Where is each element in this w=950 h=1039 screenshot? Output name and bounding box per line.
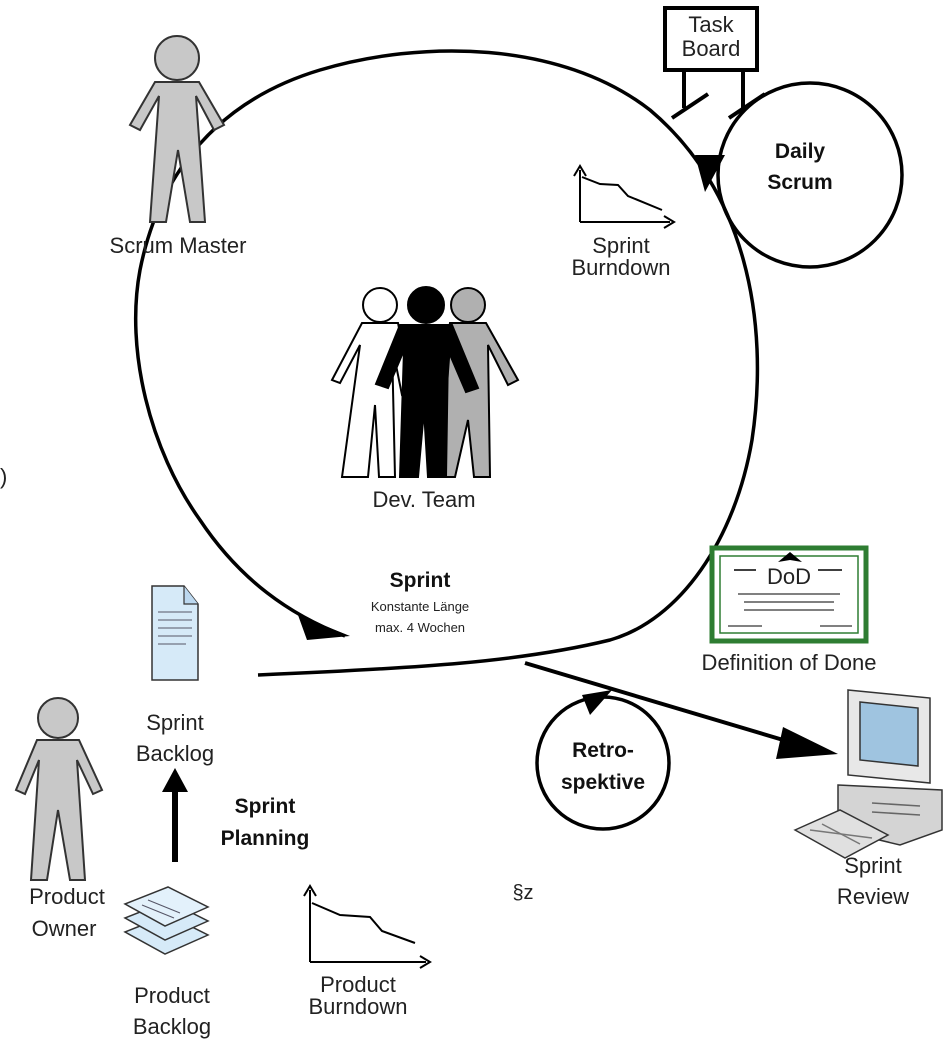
review-arrow — [524, 661, 838, 759]
definition-of-done-label: Definition of Done — [701, 650, 877, 675]
retrospektive-label-line1: Retro- — [572, 739, 634, 762]
product-burndown-label-line2: Burndown — [308, 994, 408, 1019]
sprint-planning-label-line1: Sprint — [234, 795, 296, 818]
sprint-label: Sprint — [389, 569, 451, 592]
product-backlog-label-line2: Backlog — [132, 1014, 212, 1039]
task-board-label-line1: Task — [688, 12, 734, 37]
dod-badge-label: DoD — [766, 564, 812, 589]
product-burndown-chart-icon — [303, 884, 432, 969]
certificate-icon — [709, 545, 869, 644]
sprint-review-label-line2: Review — [836, 884, 910, 909]
sprint-burndown-label-line1: Sprint — [592, 233, 650, 258]
scrum-master-label: Scrum Master — [109, 233, 247, 258]
retrospektive-circle — [535, 695, 671, 831]
daily-scrum-arrowhead — [695, 155, 725, 192]
scrum-master-figure — [128, 35, 226, 223]
sprint-length-label: Konstante Länge — [370, 599, 470, 614]
retrospektive-label-line2: spektive — [560, 771, 646, 794]
sprint-burndown-label-line2: Burndown — [571, 255, 671, 280]
sprint-review-label-line1: Sprint — [844, 853, 902, 878]
planning-arrow — [162, 768, 188, 862]
sprint-max-label: max. 4 Wochen — [374, 620, 466, 635]
product-owner-label-line2: Owner — [31, 916, 97, 941]
computer-icon — [793, 689, 943, 859]
daily-scrum-label-line2: Scrum — [767, 171, 833, 194]
task-board-label-line2: Board — [681, 36, 741, 61]
product-owner-label-line1: Product — [29, 884, 105, 909]
sprint-backlog-label-line2: Backlog — [135, 741, 215, 766]
dev-team-icon — [330, 286, 520, 478]
product-burndown-label-line1: Product — [320, 972, 396, 997]
sprint-cycle-arrowhead — [298, 615, 350, 640]
product-backlog-label-line1: Product — [134, 983, 210, 1008]
product-owner-figure — [14, 697, 104, 881]
sprint-backlog-label-line1: Sprint — [146, 710, 204, 735]
sprint-backlog-document-icon — [151, 585, 199, 681]
dev-team-label: Dev. Team — [372, 487, 476, 512]
sprint-burndown-chart-icon — [573, 164, 676, 229]
daily-scrum-label-line1: Daily — [774, 140, 826, 163]
daily-scrum-circle — [716, 81, 904, 269]
edge-glyph: ) — [0, 464, 8, 489]
task-board-icon — [663, 6, 767, 120]
product-backlog-stack-icon — [123, 886, 210, 955]
section-mark-label: §z — [512, 882, 534, 904]
sprint-planning-label-line2: Planning — [220, 827, 310, 850]
sprint-cycle-loop — [133, 49, 760, 677]
